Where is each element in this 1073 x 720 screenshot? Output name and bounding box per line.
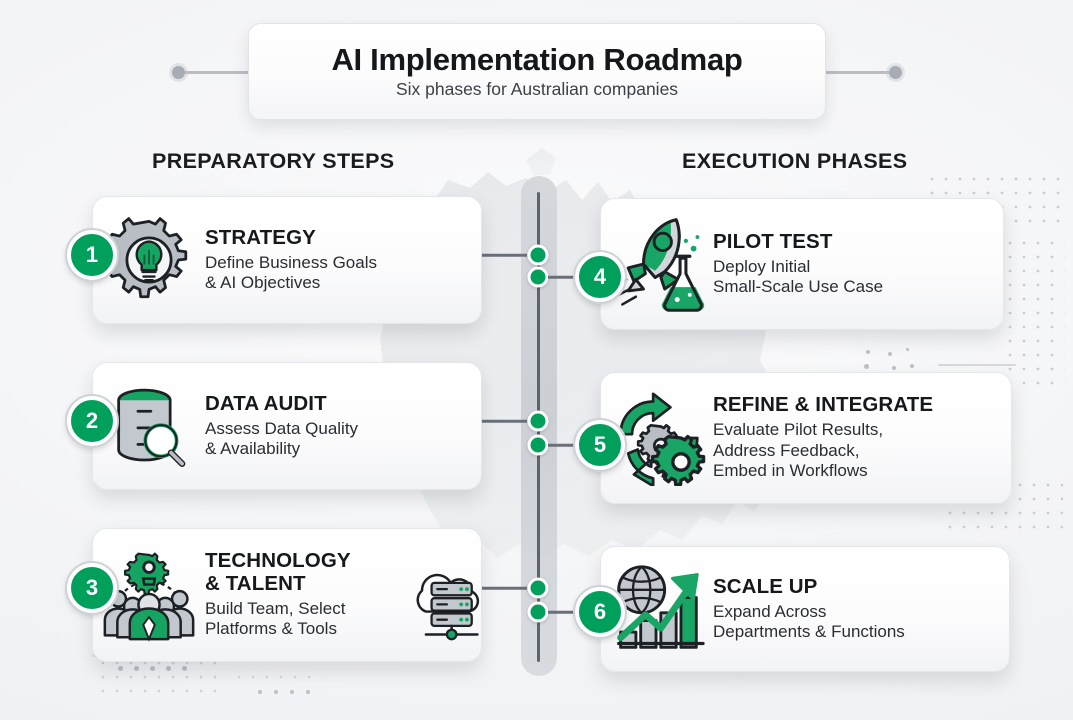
section-header-preparatory: PREPARATORY STEPS (152, 149, 395, 173)
dot-grid-right (1003, 236, 1065, 386)
step-5-desc-line-2: Address Feedback, (713, 440, 860, 460)
timeline-node-4 (527, 266, 549, 288)
step-card-1[interactable]: STRATEGY Define Business Goals & AI Obje… (92, 196, 482, 324)
decor-dot (888, 352, 892, 356)
title-connector-right-dot (889, 66, 902, 79)
step-5-desc: Evaluate Pilot Results, Address Feedback… (713, 420, 999, 481)
step-badge-1[interactable]: 1 (65, 228, 119, 282)
decor-dot (906, 348, 909, 351)
decor-dot (150, 666, 155, 671)
decor-dot (306, 690, 310, 694)
timeline-node-3 (527, 577, 549, 599)
step-badge-4[interactable]: 4 (573, 250, 627, 304)
page-title: AI Implementation Roadmap (331, 41, 743, 77)
connector-line-step-5 (548, 443, 586, 447)
step-1-title: STRATEGY (205, 225, 316, 249)
cloud-server-icon (401, 558, 487, 651)
step-6-desc-line-1: Expand Across (713, 601, 827, 621)
step-1-desc-line-1: Define Business Goals (205, 252, 377, 272)
step-4-desc-line-1: Deploy Initial (713, 256, 811, 276)
database-magnifier-icon (93, 380, 205, 472)
step-6-text: SCALE UP Expand Across Departments & Fun… (713, 574, 1009, 643)
step-badge-2[interactable]: 2 (65, 394, 119, 448)
page-subtitle: Six phases for Australian companies (395, 79, 679, 100)
decor-line (938, 364, 1016, 366)
step-4-desc-line-2: Small-Scale Use Case (713, 276, 884, 296)
title-connector-left-line (178, 71, 250, 74)
decor-dot (892, 366, 896, 370)
step-card-5[interactable]: REFINE & INTEGRATE Evaluate Pilot Result… (600, 372, 1012, 504)
step-card-6[interactable]: SCALE UP Expand Across Departments & Fun… (600, 546, 1010, 672)
decor-dot (134, 666, 139, 671)
dot-grid-bottom-left-2 (232, 670, 322, 686)
decor-dot (182, 666, 187, 671)
rocket-flask-icon (601, 215, 713, 313)
decor-dot (290, 690, 294, 694)
decor-dot (864, 364, 869, 369)
step-badge-3[interactable]: 3 (65, 561, 119, 615)
step-5-text: REFINE & INTEGRATE Evaluate Pilot Result… (713, 393, 1011, 481)
step-5-title: REFINE & INTEGRATE (713, 393, 934, 417)
step-2-desc: Assess Data Quality & Availability (205, 419, 469, 460)
gear-lightbulb-icon (93, 214, 205, 306)
connector-line-step-4 (548, 275, 586, 279)
title-connector-right-line (824, 71, 896, 74)
step-1-desc-line-2: & AI Objectives (205, 272, 321, 292)
step-2-desc-line-2: & Availability (205, 438, 301, 458)
step-3-desc: Build Team, Select Platforms & Tools (205, 599, 469, 640)
decor-dot (166, 666, 171, 671)
step-card-3[interactable]: TECHNOLOGY & TALENT Build Team, Select P… (92, 528, 482, 662)
step-2-title: DATA AUDIT (205, 391, 327, 415)
team-gear-idea-icon (93, 547, 205, 643)
step-6-desc-line-2: Departments & Functions (713, 621, 905, 641)
step-3-title-line-1: TECHNOLOGY (205, 549, 351, 573)
decor-dot (866, 350, 870, 354)
connector-line-step-2 (482, 419, 527, 423)
timeline-node-2 (527, 410, 549, 432)
step-card-4[interactable]: PILOT TEST Deploy Initial Small-Scale Us… (600, 198, 1004, 330)
step-1-desc: Define Business Goals & AI Objectives (205, 253, 469, 294)
step-2-text: DATA AUDIT Assess Data Quality & Availab… (205, 391, 481, 460)
title-card: AI Implementation Roadmap Six phases for… (248, 23, 826, 120)
step-4-desc: Deploy Initial Small-Scale Use Case (713, 257, 991, 298)
connector-line-step-3 (482, 586, 527, 590)
step-6-title: SCALE UP (713, 574, 818, 598)
step-3-title: TECHNOLOGY & TALENT (205, 549, 469, 596)
decor-dot (258, 690, 262, 694)
timeline-node-1 (527, 244, 549, 266)
timeline-node-6 (527, 601, 549, 623)
step-3-desc-line-2: Platforms & Tools (205, 619, 337, 639)
step-badge-5[interactable]: 5 (573, 418, 627, 472)
step-card-2[interactable]: DATA AUDIT Assess Data Quality & Availab… (92, 362, 482, 490)
timeline-node-5 (527, 434, 549, 456)
cycle-gears-icon (601, 390, 713, 486)
section-header-execution: EXECUTION PHASES (682, 149, 908, 173)
step-badge-6[interactable]: 6 (573, 585, 627, 639)
step-2-desc-line-1: Assess Data Quality (205, 418, 359, 438)
step-4-text: PILOT TEST Deploy Initial Small-Scale Us… (713, 229, 1003, 298)
step-1-text: STRATEGY Define Business Goals & AI Obje… (205, 225, 481, 294)
step-6-desc: Expand Across Departments & Functions (713, 602, 997, 643)
decor-dot (118, 666, 123, 671)
decor-dot (910, 364, 914, 368)
step-3-text: TECHNOLOGY & TALENT Build Team, Select P… (205, 549, 481, 641)
step-3-desc-line-1: Build Team, Select (205, 599, 346, 619)
title-connector-left-dot (172, 66, 185, 79)
step-5-desc-line-3: Embed in Workflows (713, 461, 868, 481)
connector-line-step-6 (548, 610, 586, 614)
step-3-title-line-2: & TALENT (205, 572, 306, 596)
step-4-title: PILOT TEST (713, 229, 833, 253)
connector-line-step-1 (482, 253, 527, 257)
step-5-desc-line-1: Evaluate Pilot Results, (713, 420, 884, 440)
globe-growth-chart-icon (601, 563, 713, 655)
decor-dot (274, 690, 278, 694)
dot-grid-bottom-left (96, 656, 216, 698)
